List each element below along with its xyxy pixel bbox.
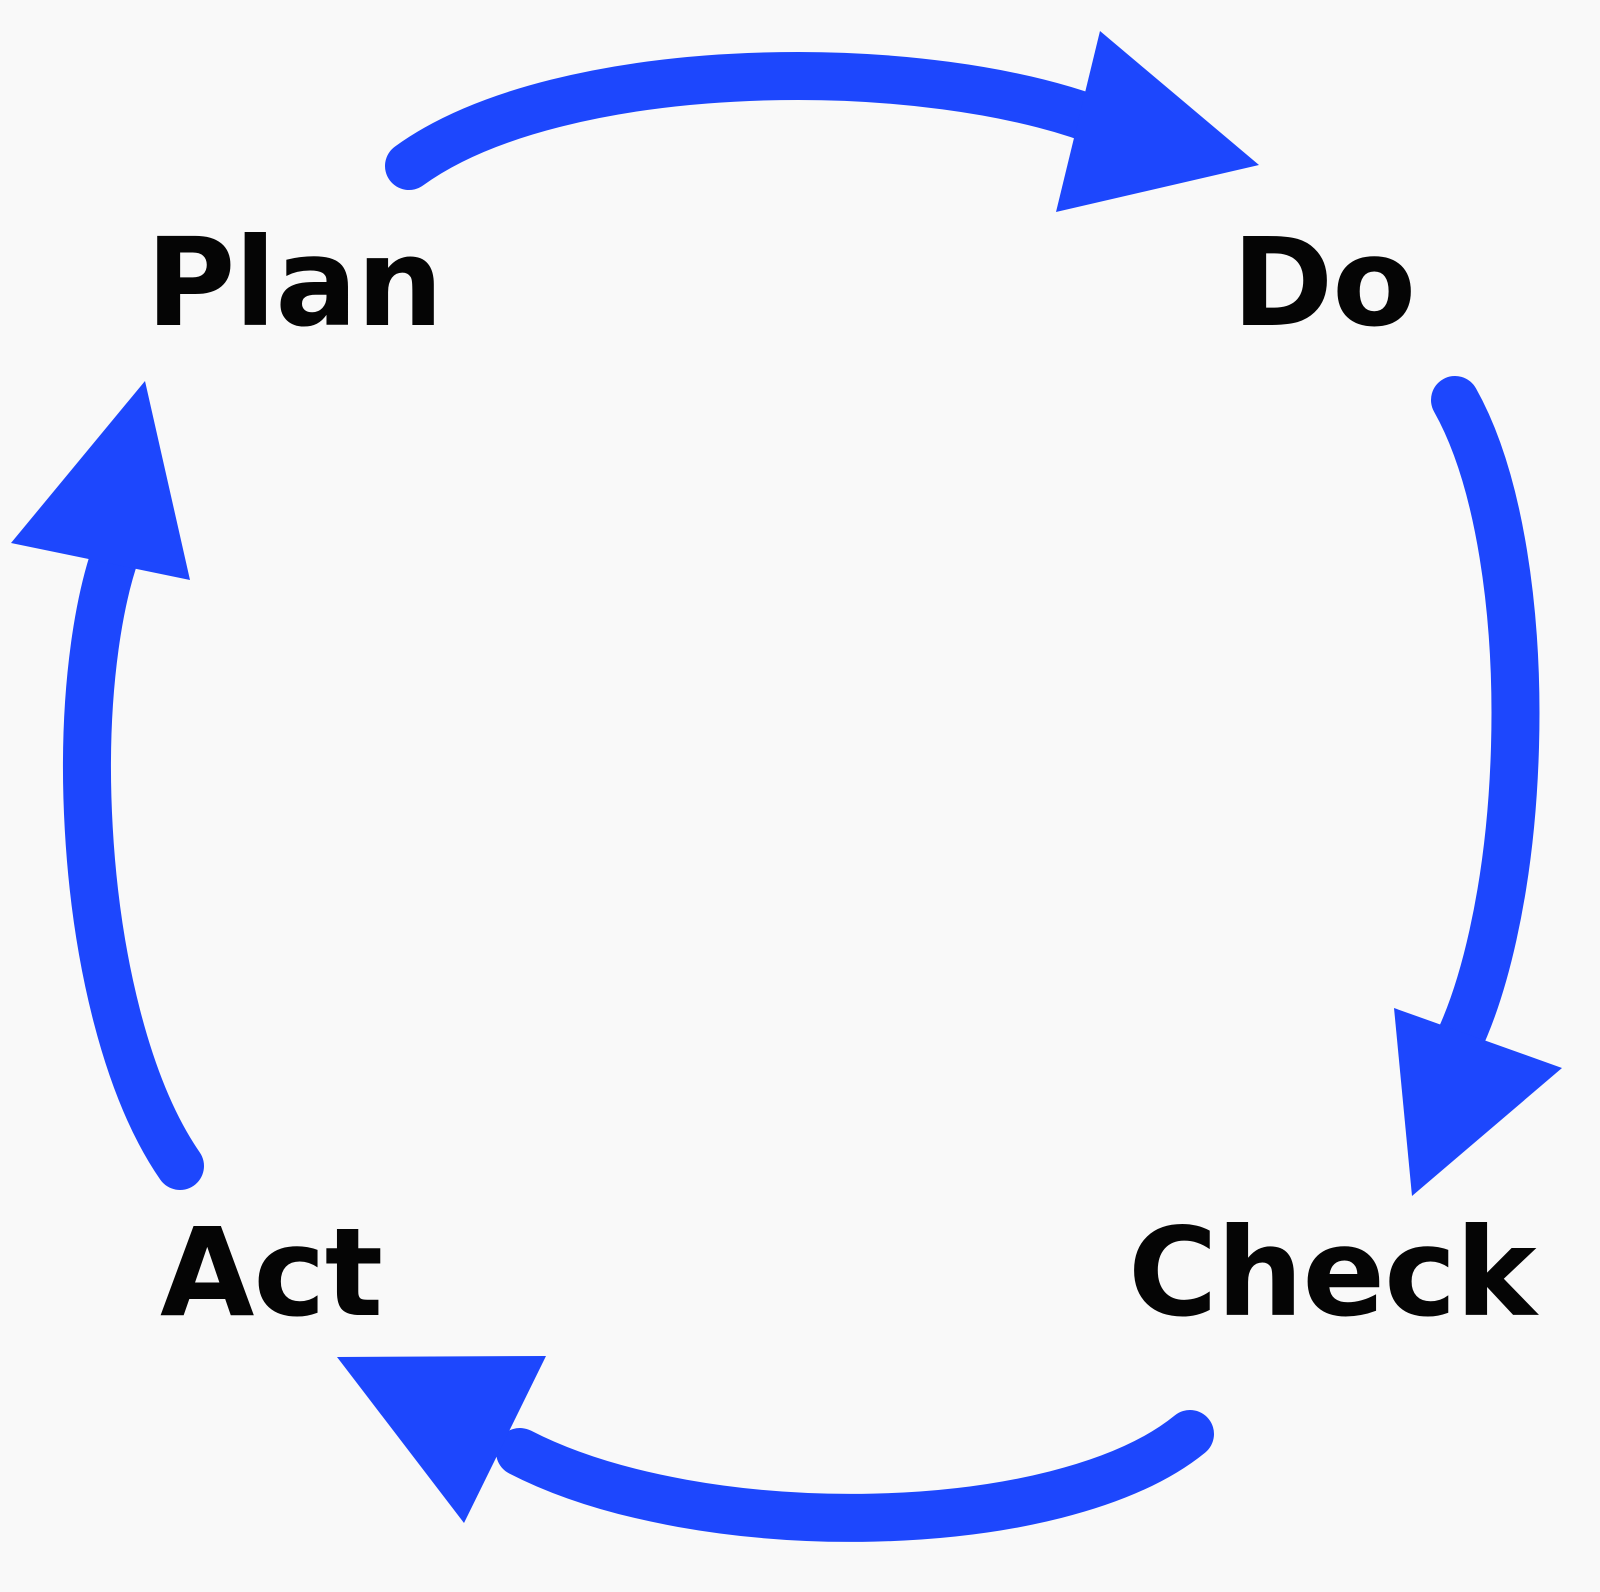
arrow-do-to-check: [1394, 376, 1562, 1196]
stage-label-do: Do: [1232, 212, 1416, 354]
arrow-plan-to-do-head: [1056, 31, 1259, 212]
arrow-check-to-act-head: [337, 1356, 546, 1523]
arrow-do-to-check-shaft: [1416, 376, 1540, 1099]
stage-label-check: Check: [1128, 1202, 1537, 1344]
arrow-check-to-act: [337, 1356, 1214, 1542]
arrow-plan-to-do-shaft: [385, 52, 1134, 190]
stage-label-plan: Plan: [146, 212, 443, 354]
arrow-check-to-act-shaft: [496, 1410, 1214, 1542]
arrow-act-to-plan-shaft: [63, 488, 204, 1190]
arrow-do-to-check-head: [1394, 1008, 1562, 1196]
arrow-plan-to-do: [385, 31, 1259, 212]
arrow-act-to-plan-head: [11, 381, 190, 580]
stage-label-act: Act: [160, 1202, 383, 1344]
arrow-act-to-plan: [11, 381, 204, 1190]
